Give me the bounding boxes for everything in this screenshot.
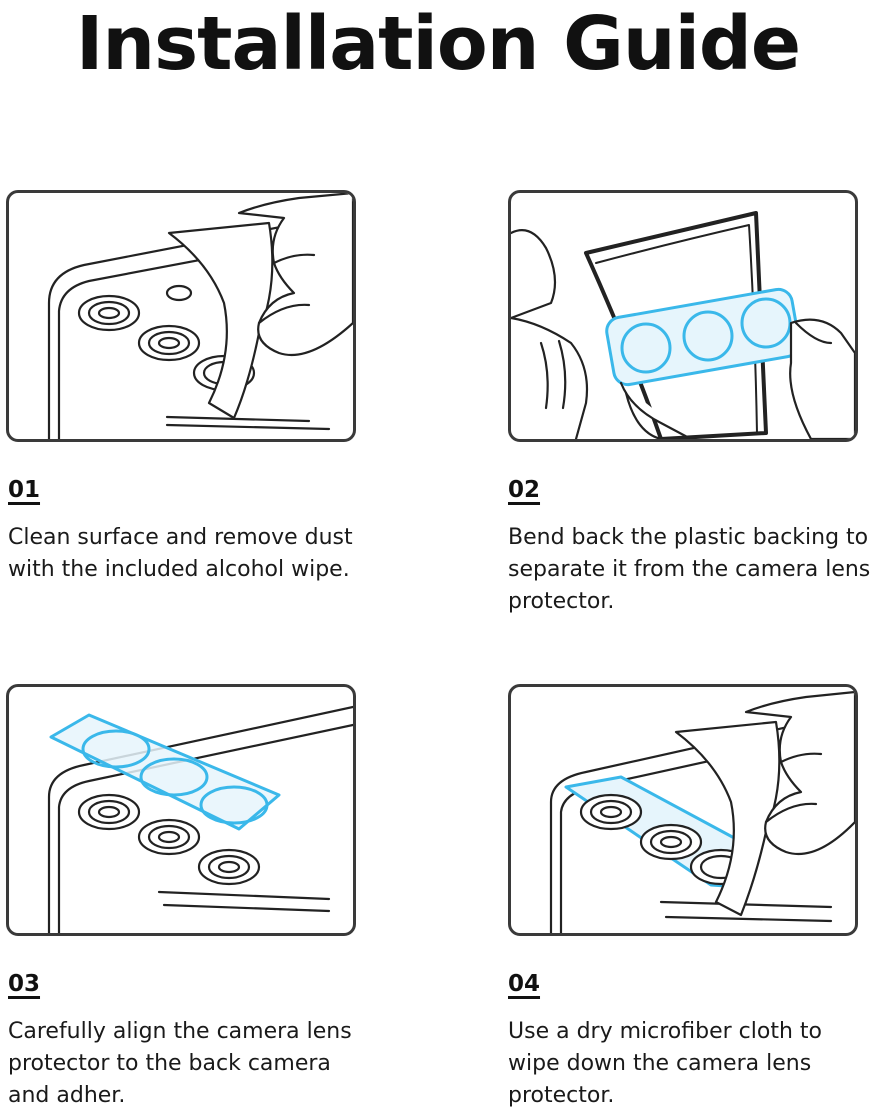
step-02-text: Bend back the plastic backing to separat… (508, 525, 871, 614)
step-04-illustration (508, 684, 858, 936)
step-02-illustration (508, 190, 858, 442)
step-03-text: Carefully align the camera lens protecto… (8, 1019, 352, 1108)
step-01-illustration (6, 190, 356, 442)
step-02-number: 02 (508, 477, 541, 503)
step-01-text: Clean surface and remove dust with the i… (8, 525, 353, 582)
step-03-illustration (6, 684, 356, 936)
page-title: Installation Guide (75, 1, 801, 87)
step-01-number: 01 (8, 477, 41, 503)
step-04-number: 04 (508, 971, 541, 997)
step-03-number: 03 (8, 971, 41, 997)
step-04-text: Use a dry microfiber cloth to wipe down … (508, 1019, 822, 1108)
